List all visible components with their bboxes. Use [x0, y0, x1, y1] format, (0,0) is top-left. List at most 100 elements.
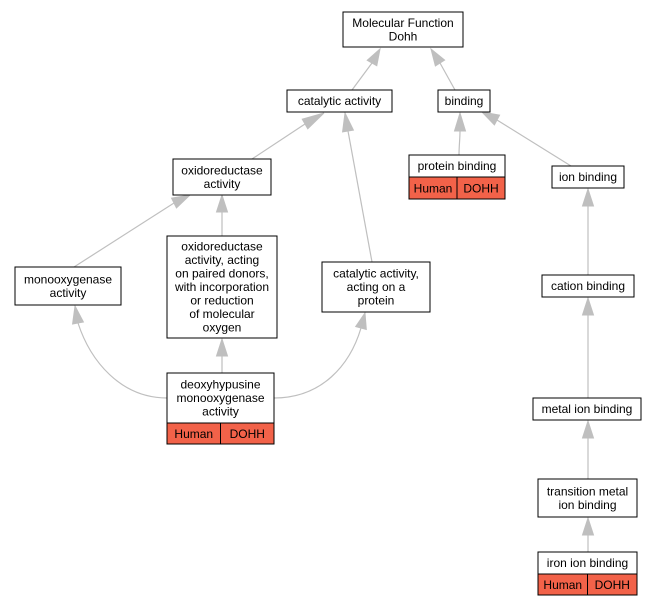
edge-deoxyhypusine_monooxygenase-to-monooxygenase_activity — [71, 304, 168, 399]
edge-arrowhead — [215, 193, 229, 213]
edge-arrowhead — [341, 111, 355, 133]
node-binding[interactable]: binding — [437, 89, 491, 113]
edge-arrowhead — [301, 112, 325, 130]
node-box — [342, 11, 464, 48]
edge-line — [458, 130, 461, 156]
node-label-line: activity — [50, 286, 87, 300]
annotation-gene-label: DOHH — [230, 427, 265, 441]
node-label-line: oxidoreductase — [181, 163, 263, 177]
annotation-species-label: Human — [174, 427, 213, 441]
node-label-line: cation binding — [551, 279, 625, 293]
node-label-line: protein — [358, 294, 395, 308]
node-label-line: monooxygenase — [176, 391, 264, 405]
node-label-line: or reduction — [190, 294, 253, 308]
edge-arrowhead — [581, 516, 595, 536]
node-label-line: ion binding — [559, 170, 617, 184]
node-metal-ion-binding[interactable]: metal ion binding — [532, 397, 642, 421]
annotation-gene-cell — [587, 573, 638, 596]
node-label-line: with incorporation — [174, 280, 269, 294]
edge-line — [77, 322, 168, 399]
node-box — [166, 235, 278, 339]
node-box — [321, 261, 431, 313]
edge-line — [351, 62, 373, 91]
node-label-line: metal ion binding — [542, 402, 633, 416]
node-label-line: oxidoreductase — [181, 240, 263, 254]
edge-oxidoreductase_activity-to-catalytic_activity — [251, 112, 325, 160]
edges-layer — [71, 47, 595, 552]
node-label-line: activity — [204, 177, 241, 191]
edge-arrowhead — [453, 111, 467, 132]
edge-deoxyhypusine_monooxygenase-to-oxidoreductase_paired_donors — [215, 337, 229, 373]
edge-protein_binding-to-binding — [453, 111, 467, 156]
node-label-line: acting on a — [347, 280, 406, 294]
node-ion-binding[interactable]: ion binding — [551, 165, 625, 189]
edge-line — [439, 62, 456, 91]
node-box — [172, 158, 272, 196]
edge-binding-to-molecular_function — [430, 47, 456, 91]
edge-line — [273, 327, 362, 399]
node-label-line: iron ion binding — [547, 556, 628, 570]
node-label-line: binding — [445, 94, 484, 108]
node-label-line: activity, acting — [185, 253, 259, 267]
edge-transition_metal_ion_binding-to-metal_ion_binding — [581, 419, 595, 479]
node-box — [14, 266, 122, 306]
edge-arrowhead — [71, 304, 85, 325]
node-box — [286, 89, 393, 113]
edge-deoxyhypusine_monooxygenase-to-catalytic_activity_protein — [273, 311, 367, 399]
node-label-line: ion binding — [558, 498, 616, 512]
edge-arrowhead — [430, 47, 446, 67]
node-label-line: activity — [202, 405, 239, 419]
node-label-line: catalytic activity, — [333, 267, 419, 281]
edge-arrowhead — [170, 194, 192, 209]
node-box — [437, 89, 491, 113]
annotation-gene-label: DOHH — [595, 578, 630, 592]
node-box — [551, 165, 625, 189]
edge-line — [251, 123, 306, 160]
edge-arrowhead — [366, 47, 381, 67]
node-box — [532, 397, 642, 421]
annotation-species-label: Human — [543, 578, 582, 592]
node-box — [541, 274, 635, 298]
edge-cation_binding-to-ion_binding — [581, 187, 595, 275]
edge-line — [496, 119, 572, 167]
annotation-gene-cell — [220, 422, 275, 445]
node-cation-binding[interactable]: cation binding — [541, 274, 635, 298]
node-label-line: protein binding — [418, 159, 497, 173]
edge-iron_ion_binding-to-transition_metal_ion_binding — [581, 516, 595, 552]
node-label-line: of molecular — [189, 307, 254, 321]
node-label-line: oxygen — [203, 321, 242, 335]
node-label-line: deoxyhypusine — [180, 378, 260, 392]
edge-catalytic_activity-to-molecular_function — [351, 47, 381, 91]
edge-metal_ion_binding-to-cation_binding — [581, 296, 595, 398]
edge-monooxygenase_activity-to-oxidoreductase_activity — [73, 194, 192, 268]
edge-ion_binding-to-binding — [480, 111, 572, 167]
edge-arrowhead — [215, 337, 229, 357]
node-label-line: catalytic activity — [298, 94, 381, 108]
node-box — [537, 478, 638, 518]
edge-line — [347, 130, 373, 263]
edge-arrowhead — [581, 296, 595, 316]
node-label-line: Dohh — [389, 29, 418, 43]
edge-arrowhead — [480, 111, 501, 126]
edge-oxidoreductase_paired_donors-to-oxidoreductase_activity — [215, 193, 229, 236]
edge-arrowhead — [354, 311, 367, 331]
node-label-line: transition metal — [547, 484, 628, 498]
node-label-line: Molecular Function — [352, 16, 453, 30]
edge-line — [73, 202, 175, 268]
edge-arrowhead — [581, 187, 595, 207]
node-catalytic-activity[interactable]: catalytic activity — [286, 89, 393, 113]
annotation-species-label: Human — [414, 182, 453, 196]
node-label-line: on paired donors, — [175, 267, 268, 281]
annotation-gene-cell — [456, 176, 506, 200]
node-label-line: monooxygenase — [24, 272, 112, 286]
